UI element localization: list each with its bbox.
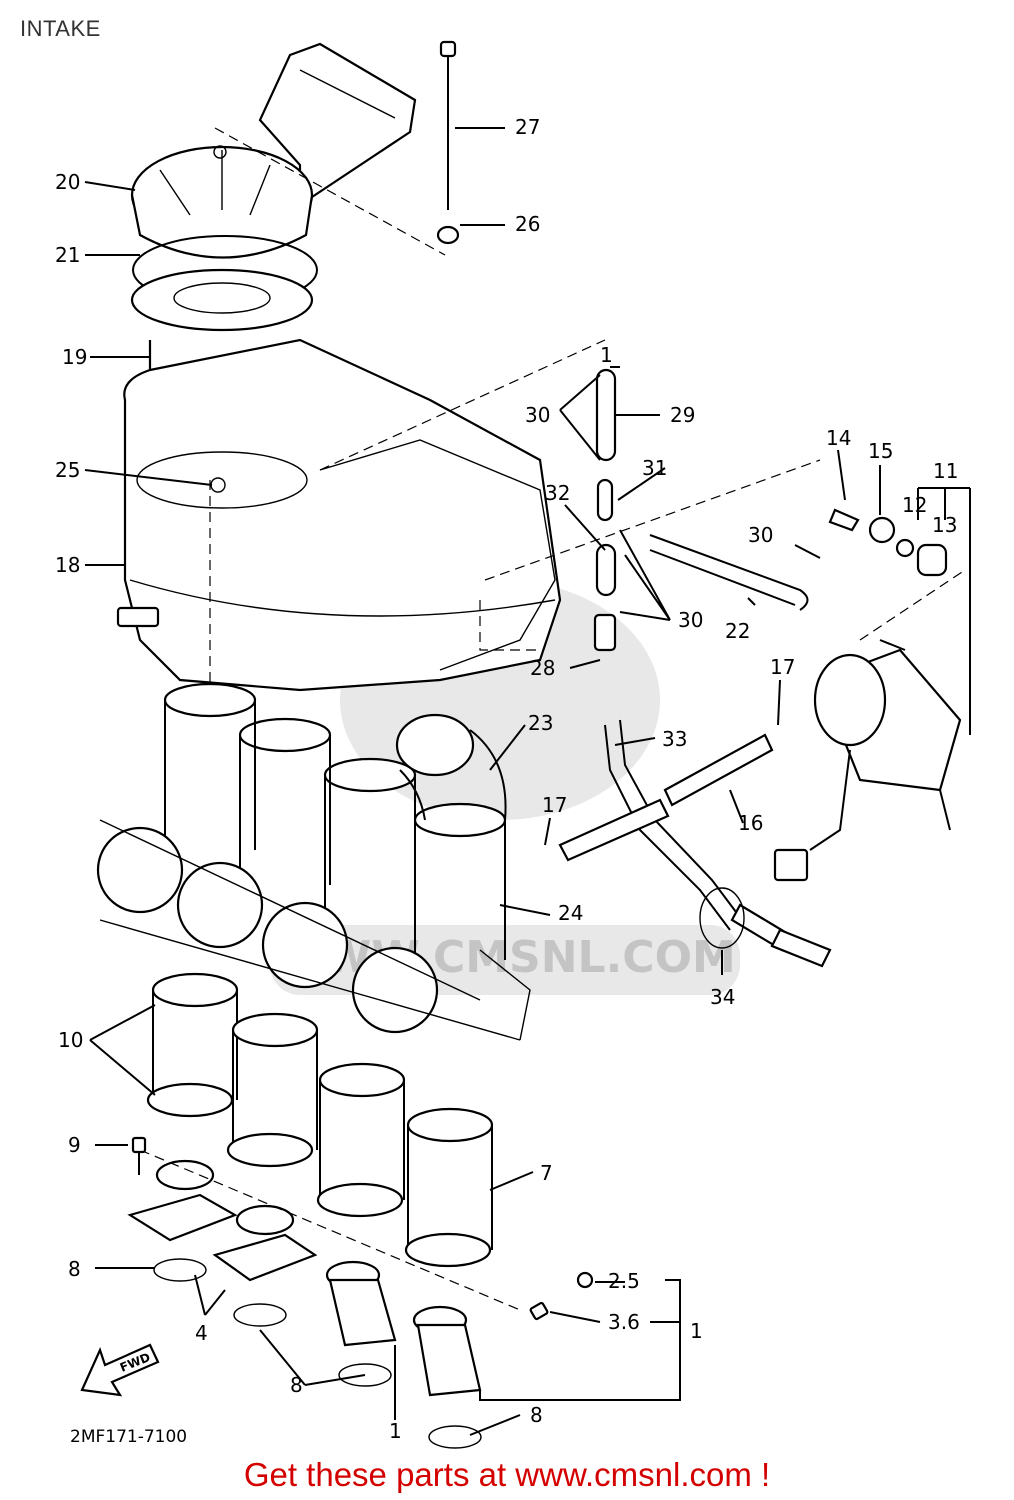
air-box-case bbox=[116, 338, 562, 692]
air-filter-cover bbox=[130, 42, 417, 259]
callout-2-5: 2.5 bbox=[608, 1269, 640, 1293]
callout-30-mid: 30 bbox=[678, 608, 703, 632]
callout-labels: 27 20 26 21 19 1 29 30 14 15 11 31 25 32… bbox=[55, 115, 958, 1443]
callout-31: 31 bbox=[642, 456, 667, 480]
callout-18: 18 bbox=[55, 553, 80, 577]
callout-33: 33 bbox=[662, 727, 687, 751]
callout-17-upper: 17 bbox=[770, 655, 795, 679]
carburetor-assembly bbox=[96, 682, 531, 1041]
page-title: INTAKE bbox=[20, 16, 101, 41]
callout-16: 16 bbox=[738, 811, 763, 835]
callout-30-right: 30 bbox=[748, 523, 773, 547]
alignment-lines bbox=[139, 127, 966, 1311]
carb-joints bbox=[146, 972, 494, 1268]
callout-30-top: 30 bbox=[525, 403, 550, 427]
callout-3-6: 3.6 bbox=[608, 1310, 640, 1334]
breather-hoses bbox=[558, 368, 832, 968]
callout-7: 7 bbox=[540, 1161, 553, 1185]
callout-8-mid: 8 bbox=[290, 1373, 303, 1397]
callout-15: 15 bbox=[868, 439, 893, 463]
callout-20: 20 bbox=[55, 170, 80, 194]
callout-23: 23 bbox=[528, 711, 553, 735]
callout-1-bottom: 1 bbox=[389, 1419, 402, 1443]
callout-14: 14 bbox=[826, 426, 851, 450]
intake-manifolds bbox=[127, 1159, 482, 1449]
callout-34: 34 bbox=[710, 985, 735, 1009]
callout-13: 13 bbox=[932, 513, 957, 537]
intake-duct-elbow bbox=[395, 713, 507, 821]
footer-link-text[interactable]: Get these parts at www.cmsnl.com ! bbox=[243, 1456, 771, 1493]
callout-28: 28 bbox=[530, 656, 555, 680]
callout-19: 19 bbox=[62, 345, 87, 369]
leader-lines bbox=[84, 127, 971, 1436]
callout-1-top: 1 bbox=[600, 343, 613, 367]
callout-25: 25 bbox=[55, 458, 80, 482]
callout-26: 26 bbox=[515, 212, 540, 236]
callout-27: 27 bbox=[515, 115, 540, 139]
callout-22: 22 bbox=[725, 619, 750, 643]
bolt-27 bbox=[436, 40, 460, 245]
callout-11: 11 bbox=[933, 459, 958, 483]
drawing-number: 2MF171-7100 bbox=[70, 1427, 187, 1447]
callout-9: 9 bbox=[68, 1133, 81, 1157]
solenoid-valve bbox=[773, 508, 962, 882]
callout-12: 12 bbox=[902, 493, 927, 517]
screw-and-nut bbox=[131, 1136, 594, 1321]
callout-4: 4 bbox=[195, 1321, 208, 1345]
callout-10: 10 bbox=[58, 1028, 83, 1052]
callout-1-right: 1 bbox=[690, 1319, 703, 1343]
callout-24: 24 bbox=[558, 901, 583, 925]
callout-32: 32 bbox=[545, 481, 570, 505]
fwd-arrow: FWD bbox=[80, 1343, 160, 1397]
callout-29: 29 bbox=[670, 403, 695, 427]
callout-17-lower: 17 bbox=[542, 793, 567, 817]
callout-8-bottom: 8 bbox=[530, 1403, 543, 1427]
callout-21: 21 bbox=[55, 243, 80, 267]
callout-8-left: 8 bbox=[68, 1257, 81, 1281]
